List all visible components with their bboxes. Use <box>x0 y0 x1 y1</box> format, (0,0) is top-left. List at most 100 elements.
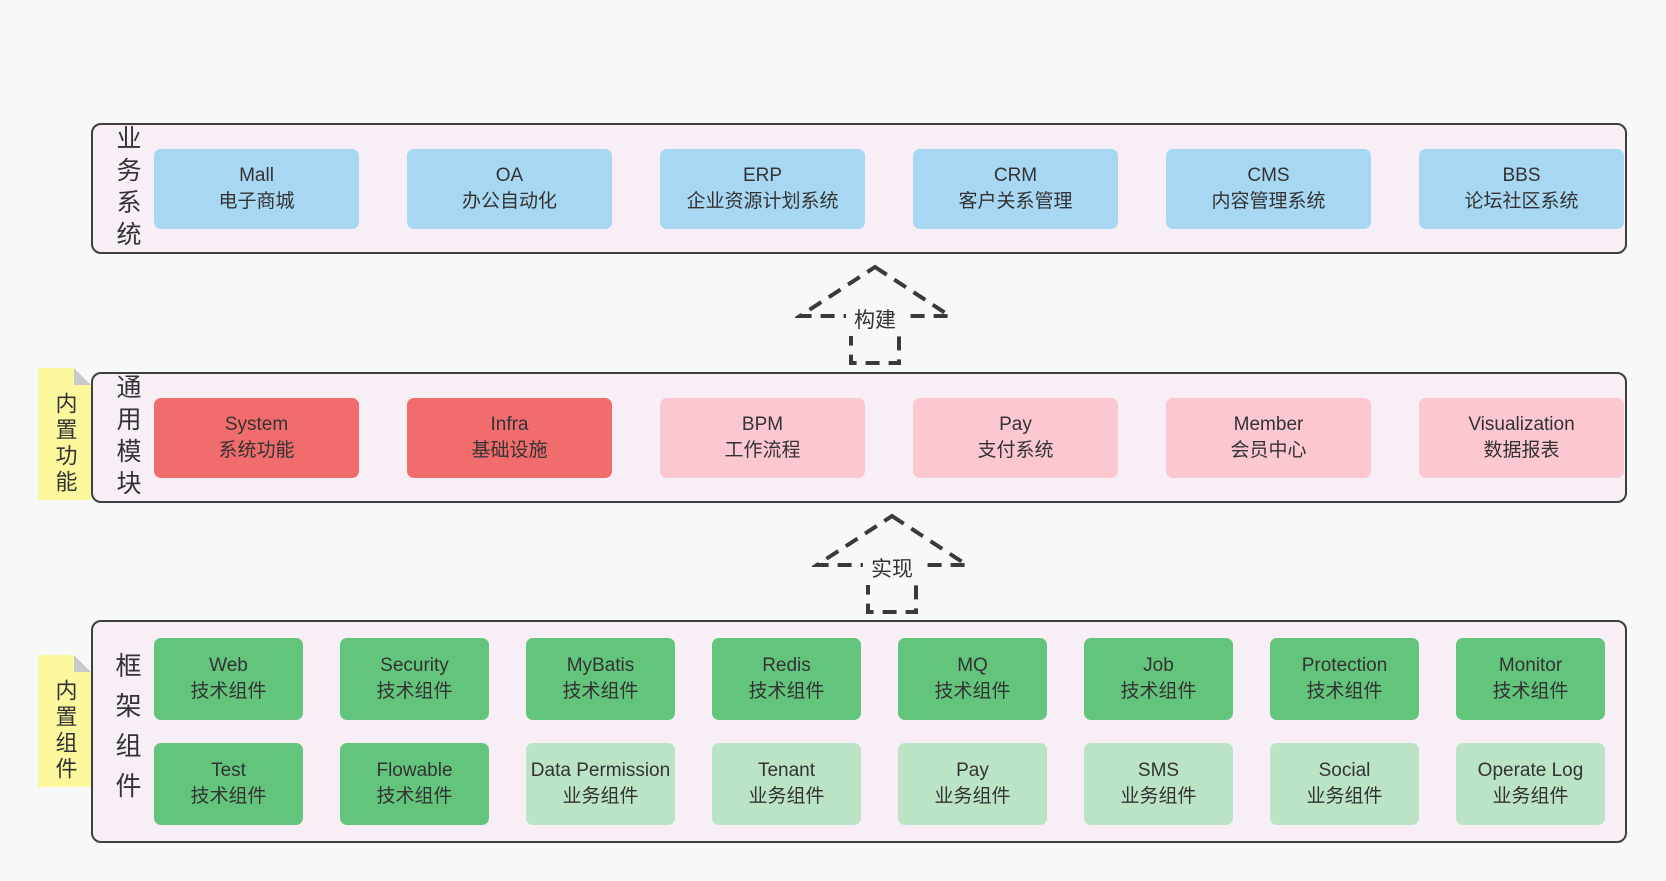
box-pay-component-en: Pay <box>956 760 989 781</box>
box-job-en: Job <box>1143 655 1174 676</box>
box-security-zh: 技术组件 <box>376 681 453 702</box>
box-mybatis-en: MyBatis <box>566 655 635 676</box>
box-oa-en: OA <box>495 165 524 186</box>
box-member-zh: 会员中心 <box>1230 440 1307 461</box>
box-job: Job 技术组件 <box>1084 638 1233 720</box>
box-visualization-zh: 数据报表 <box>1483 440 1560 461</box>
box-cms: CMS 内容管理系统 <box>1166 149 1371 229</box>
box-sms: SMS 业务组件 <box>1084 743 1233 825</box>
box-erp-en: ERP <box>742 165 783 186</box>
box-system-en: System <box>224 414 289 435</box>
note-fold-corner <box>74 368 91 385</box>
box-mq: MQ 技术组件 <box>898 638 1047 720</box>
box-oa: OA 办公自动化 <box>407 149 612 229</box>
box-social-en: Social <box>1318 760 1371 781</box>
implement-arrow-label: 实现 <box>871 558 913 581</box>
box-job-zh: 技术组件 <box>1120 681 1197 702</box>
box-sms-en: SMS <box>1137 760 1180 781</box>
box-web-en: Web <box>209 655 248 676</box>
box-data-permission: Data Permission 业务组件 <box>526 743 675 825</box>
common-modules-band: 通用模块 System 系统功能 Infra 基础设施 BPM 工作流程 Pay… <box>91 372 1627 503</box>
box-mall-en: Mall <box>239 165 274 186</box>
box-test: Test 技术组件 <box>154 743 303 825</box>
box-mybatis: MyBatis 技术组件 <box>526 638 675 720</box>
note-fold-corner <box>74 655 91 672</box>
box-bpm: BPM 工作流程 <box>660 398 865 478</box>
box-bbs-zh: 论坛社区系统 <box>1464 191 1579 212</box>
built-in-functions-note: 内置功能 <box>38 368 91 500</box>
box-bbs: BBS 论坛社区系统 <box>1419 149 1624 229</box>
box-mybatis-zh: 技术组件 <box>562 681 639 702</box>
box-flowable-en: Flowable <box>376 760 453 781</box>
box-test-en: Test <box>211 760 246 781</box>
box-security: Security 技术组件 <box>340 638 489 720</box>
box-protection-zh: 技术组件 <box>1306 681 1383 702</box>
box-flowable: Flowable 技术组件 <box>340 743 489 825</box>
built-in-functions-note-label: 内置功能 <box>52 392 78 496</box>
box-security-en: Security <box>380 655 449 676</box>
box-sms-zh: 业务组件 <box>1120 786 1197 807</box>
build-arrow-label-bg <box>846 304 904 336</box>
box-web: Web 技术组件 <box>154 638 303 720</box>
build-arrow-outline <box>795 264 955 365</box>
build-arrow-label: 构建 <box>854 309 896 332</box>
box-pay-module: Pay 支付系统 <box>913 398 1118 478</box>
business-systems-band: 业务系统 Mall 电子商城 OA 办公自动化 ERP 企业资源计划系统 CRM… <box>91 123 1627 254</box>
box-bbs-en: BBS <box>1502 165 1541 186</box>
business-box-row: Mall 电子商城 OA 办公自动化 ERP 企业资源计划系统 CRM 客户关系… <box>154 149 1624 229</box>
implement-arrow: 实现 <box>812 513 972 614</box>
build-arrow: 构建 <box>795 264 955 365</box>
box-protection-en: Protection <box>1301 655 1388 676</box>
box-erp: ERP 企业资源计划系统 <box>660 149 865 229</box>
box-redis: Redis 技术组件 <box>712 638 861 720</box>
box-member-en: Member <box>1233 414 1304 435</box>
box-visualization-en: Visualization <box>1468 414 1575 435</box>
framework-components-band: 框架组件 Web 技术组件 Security 技术组件 MyBatis 技术组件… <box>91 620 1627 843</box>
box-pay-module-en: Pay <box>999 414 1032 435</box>
box-cms-en: CMS <box>1247 165 1290 186</box>
box-social: Social 业务组件 <box>1270 743 1419 825</box>
box-operate-log: Operate Log 业务组件 <box>1456 743 1605 825</box>
box-mq-zh: 技术组件 <box>934 681 1011 702</box>
box-system-zh: 系统功能 <box>218 440 295 461</box>
box-data-permission-zh: 业务组件 <box>562 786 639 807</box>
box-operate-log-zh: 业务组件 <box>1492 786 1569 807</box>
box-mq-en: MQ <box>957 655 988 676</box>
box-web-zh: 技术组件 <box>190 681 267 702</box>
box-infra: Infra 基础设施 <box>407 398 612 478</box>
box-bpm-en: BPM <box>741 414 784 435</box>
box-pay-module-zh: 支付系统 <box>977 440 1054 461</box>
business-band-label: 业务系统 <box>113 124 141 253</box>
box-tenant-zh: 业务组件 <box>748 786 825 807</box>
built-in-components-note-label: 内置组件 <box>52 679 78 783</box>
box-member: Member 会员中心 <box>1166 398 1371 478</box>
box-bpm-zh: 工作流程 <box>724 440 801 461</box>
box-pay-component-zh: 业务组件 <box>934 786 1011 807</box>
box-flowable-zh: 技术组件 <box>376 786 453 807</box>
box-erp-zh: 企业资源计划系统 <box>686 191 839 212</box>
box-crm: CRM 客户关系管理 <box>913 149 1118 229</box>
implement-arrow-label-bg <box>863 553 921 585</box>
box-crm-en: CRM <box>993 165 1038 186</box>
box-crm-zh: 客户关系管理 <box>958 191 1073 212</box>
box-test-zh: 技术组件 <box>190 786 267 807</box>
implement-arrow-outline <box>812 513 972 614</box>
box-monitor-en: Monitor <box>1498 655 1563 676</box>
box-oa-zh: 办公自动化 <box>461 191 557 212</box>
components-band-label: 框架组件 <box>112 651 142 812</box>
components-box-row-2: Test 技术组件 Flowable 技术组件 Data Permission … <box>154 743 1605 825</box>
box-redis-en: Redis <box>762 655 811 676</box>
box-redis-zh: 技术组件 <box>748 681 825 702</box>
box-pay-component: Pay 业务组件 <box>898 743 1047 825</box>
box-tenant: Tenant 业务组件 <box>712 743 861 825</box>
box-operate-log-en: Operate Log <box>1477 760 1584 781</box>
box-data-permission-en: Data Permission <box>530 760 671 781</box>
box-monitor-zh: 技术组件 <box>1492 681 1569 702</box>
box-cms-zh: 内容管理系统 <box>1211 191 1326 212</box>
box-mall-zh: 电子商城 <box>218 191 295 212</box>
box-infra-zh: 基础设施 <box>471 440 548 461</box>
modules-box-row: System 系统功能 Infra 基础设施 BPM 工作流程 Pay 支付系统… <box>154 398 1624 478</box>
box-visualization: Visualization 数据报表 <box>1419 398 1624 478</box>
box-monitor: Monitor 技术组件 <box>1456 638 1605 720</box>
